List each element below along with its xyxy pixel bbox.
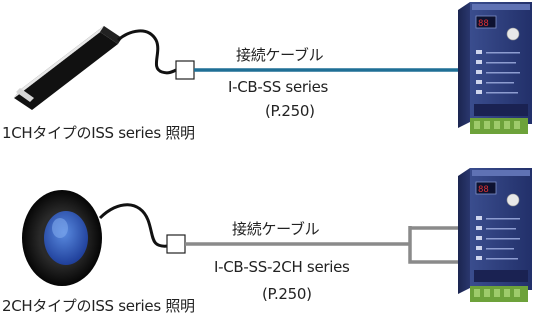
controller-2: 88	[458, 168, 532, 302]
light-cable-1	[117, 29, 177, 75]
bar-light-1ch	[13, 25, 122, 110]
cable-label-1: 接続ケーブル	[236, 46, 324, 64]
light-cable-2	[98, 203, 177, 248]
device-caption-2: 2CHタイプのISS series 照明	[2, 297, 195, 315]
cable-split-2	[408, 226, 470, 264]
svg-text:88: 88	[478, 185, 489, 195]
page-ref-1: (P.250)	[265, 102, 315, 120]
cable-label-2: 接続ケーブル	[232, 220, 320, 238]
ring-light-2ch	[22, 190, 102, 286]
svg-text:88: 88	[478, 19, 489, 29]
cable-series-1: I-CB-SS series	[228, 78, 329, 96]
connector-2	[166, 234, 186, 254]
device-caption-1: 1CHタイプのISS series 照明	[2, 124, 195, 142]
controller-1: 88	[458, 2, 532, 134]
page-ref-2: (P.250)	[262, 285, 312, 303]
connector-1	[175, 60, 195, 80]
cable-series-2: I-CB-SS-2CH series	[214, 258, 350, 276]
